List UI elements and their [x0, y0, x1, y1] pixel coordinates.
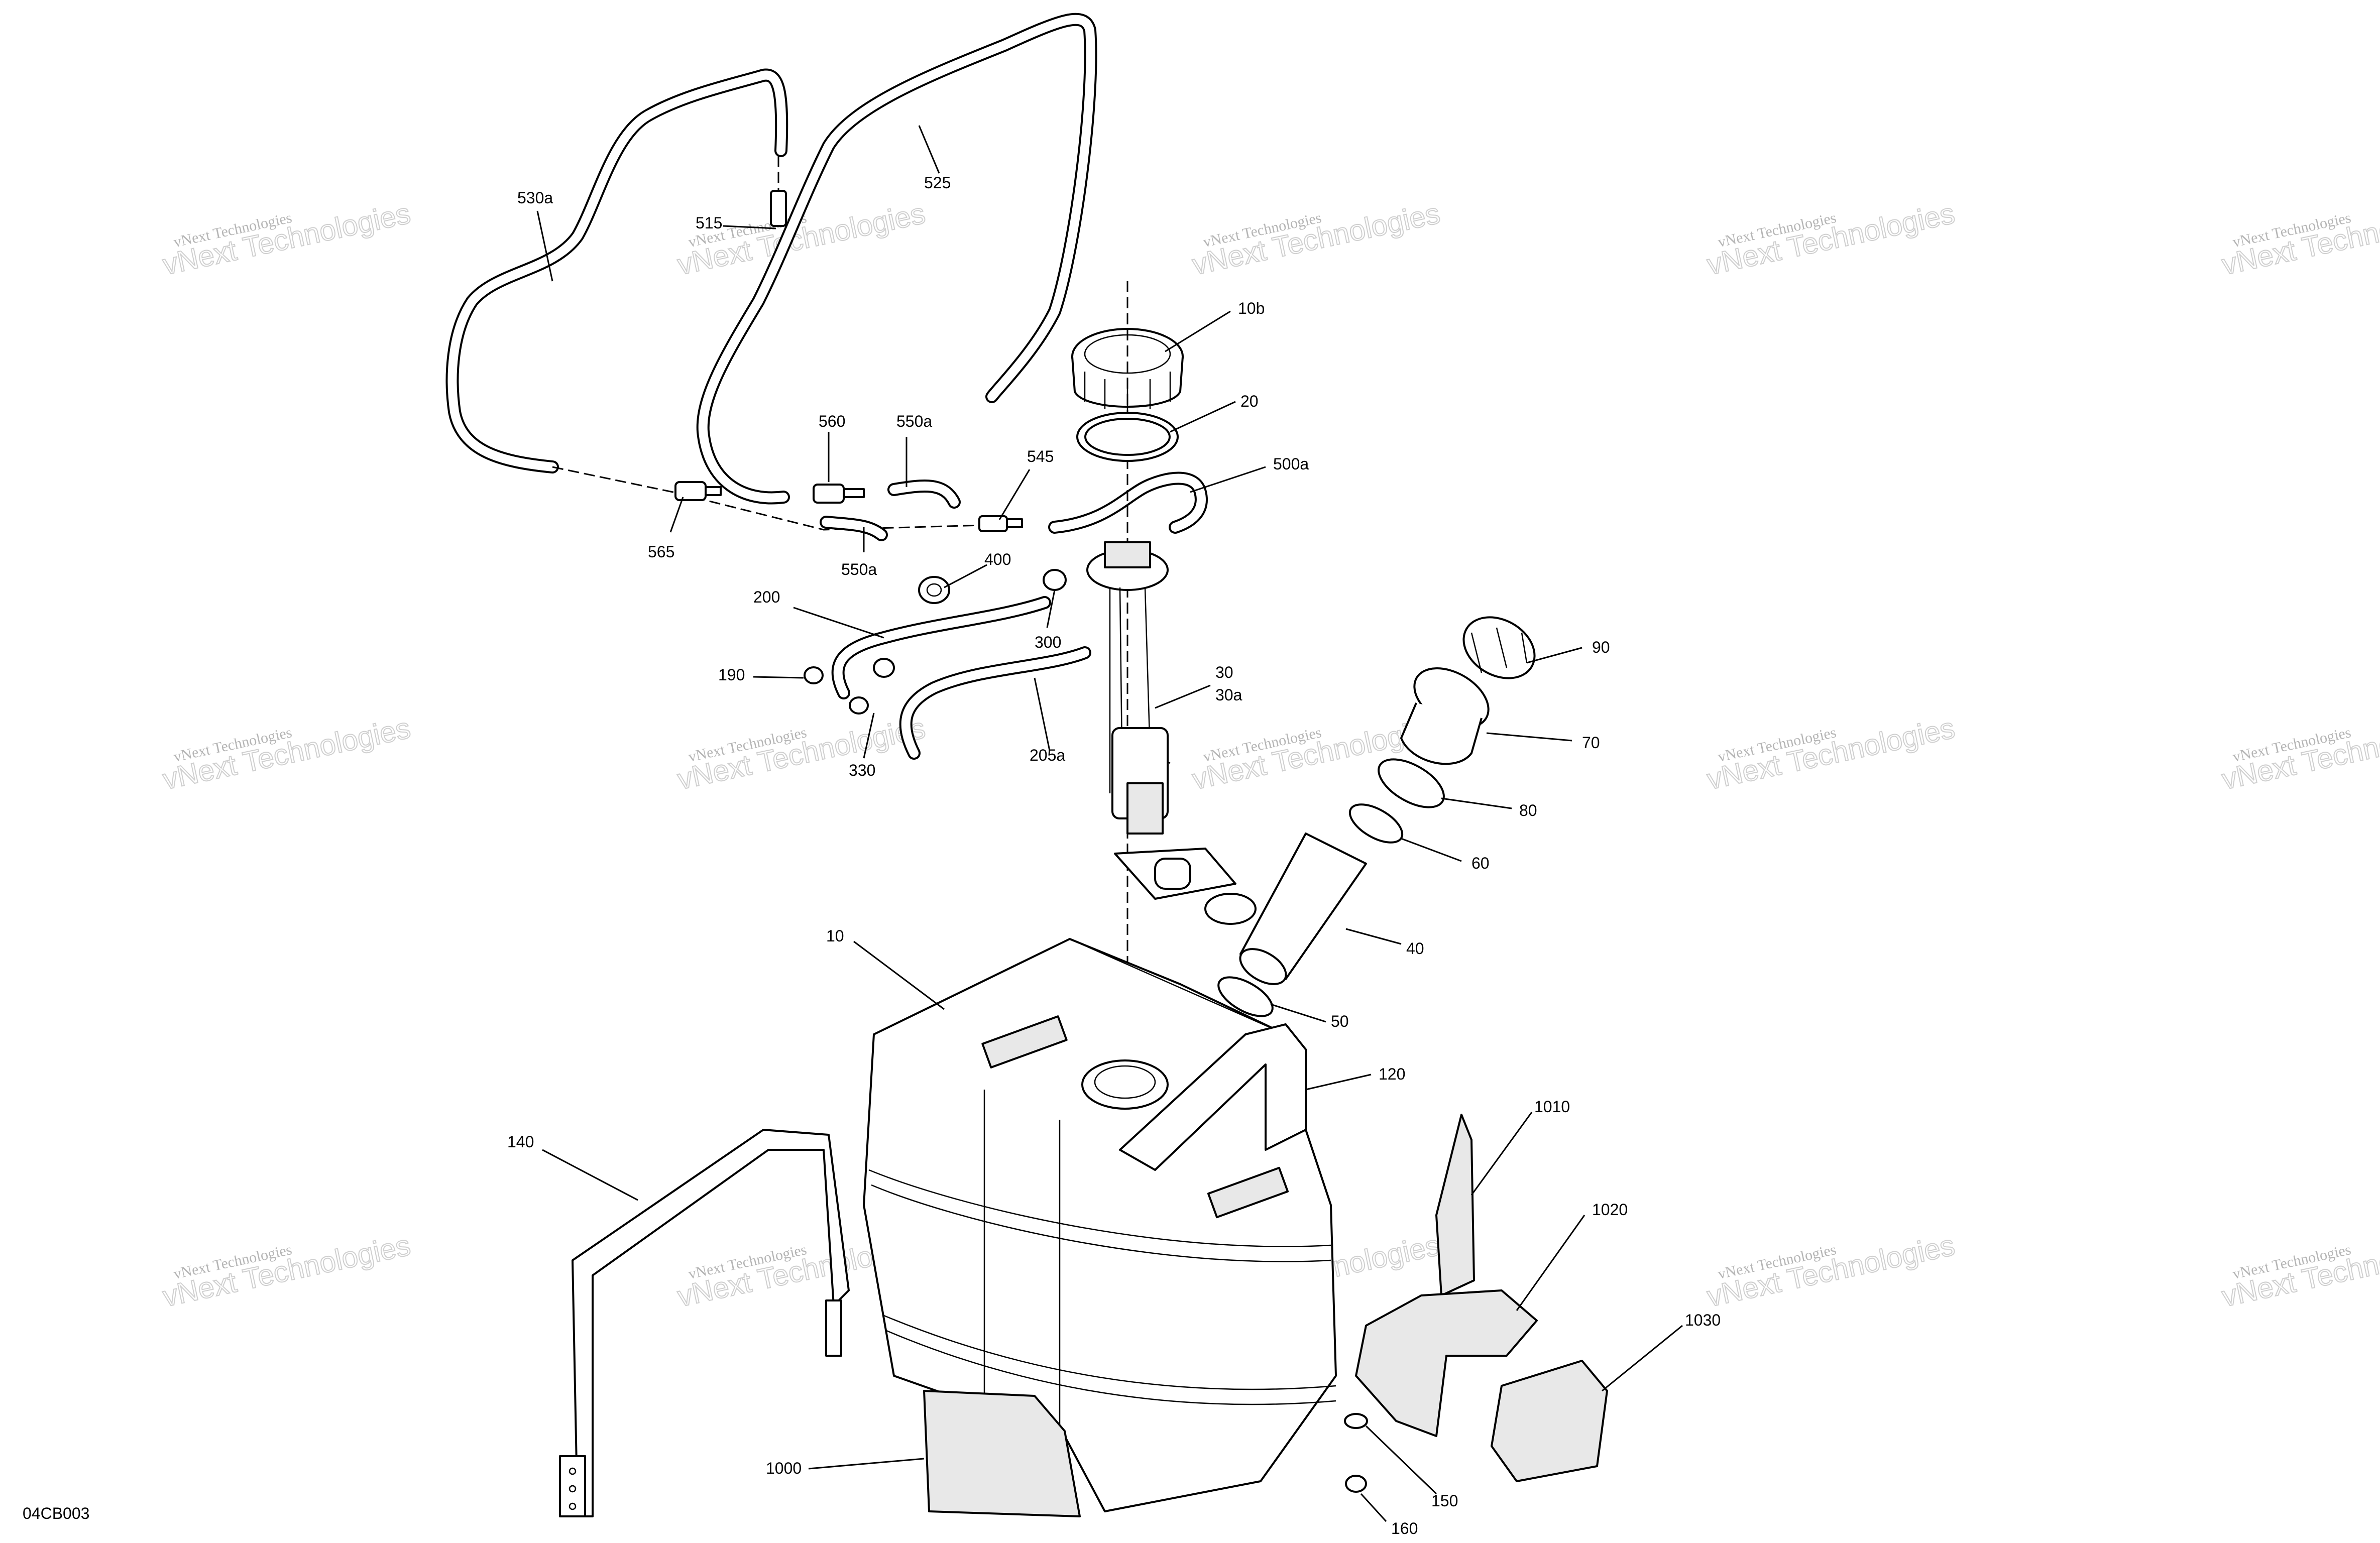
vent-valve-515	[770, 156, 787, 227]
callout-10: 10	[826, 927, 844, 945]
hose-205a	[899, 646, 1091, 760]
callout-150: 150	[1431, 1492, 1458, 1510]
callout-205a: 205a	[1030, 746, 1065, 764]
watermark: vNext Technologies vNext Technologies	[1704, 711, 1958, 796]
callout-80: 80	[1519, 801, 1537, 819]
tank-strap-140	[559, 1129, 850, 1517]
nut-400	[918, 576, 950, 604]
fitting-560	[813, 484, 865, 504]
callout-120: 120	[1379, 1065, 1405, 1083]
vent-hose-525	[696, 13, 1097, 505]
diagram-code: 04CB003	[23, 1504, 89, 1522]
callout-1000: 1000	[766, 1459, 802, 1477]
hose-550a-top	[887, 479, 961, 509]
watermark: vNext Technologies vNext Technologies	[2218, 196, 2380, 282]
callout-330: 330	[849, 761, 875, 779]
callout-1020: 1020	[1592, 1201, 1628, 1219]
callout-515: 515	[696, 214, 722, 232]
callout-1030: 1030	[1685, 1311, 1721, 1329]
hose-550a-bottom	[820, 516, 888, 541]
callout-30: 30	[1215, 663, 1233, 681]
hose-500a	[1048, 471, 1208, 534]
hose-200	[831, 596, 1051, 699]
fitting-545	[978, 515, 1023, 532]
callout-550a-bottom: 550a	[841, 560, 877, 578]
callout-400: 400	[984, 550, 1011, 568]
callout-530a: 530a	[517, 189, 553, 207]
watermark: vNext Technologies vNext Technologies	[159, 1228, 413, 1314]
fuel-cap-90	[1462, 616, 1536, 679]
callout-labels: 530a 515 525 10b 20 560 550a 545 500a 56…	[507, 174, 1721, 1537]
watermark: vNext Technologies vNext Technologies	[159, 711, 413, 796]
seal-20	[1076, 412, 1179, 462]
callout-10b: 10b	[1238, 299, 1265, 317]
callout-30a: 30a	[1215, 686, 1242, 704]
callout-200: 200	[753, 588, 780, 606]
nut-300	[1043, 569, 1067, 591]
callout-50: 50	[1331, 1012, 1349, 1030]
nut-160	[1345, 1475, 1367, 1493]
callout-60: 60	[1471, 854, 1490, 872]
watermark: vNext Technologies vNext Technologies	[1704, 196, 1958, 282]
heat-shield-1000	[923, 1390, 1081, 1517]
clamp-330	[849, 658, 895, 715]
watermark: vNext Technologies vNext Technologies	[1704, 1228, 1958, 1314]
filler-neck-70	[1400, 667, 1490, 765]
callout-40: 40	[1406, 939, 1424, 958]
strap-holder-120	[1119, 1023, 1307, 1171]
fuel-pump-module-30	[1086, 541, 1257, 925]
clamp-50	[1217, 976, 1274, 1017]
filler-hose-40	[1239, 833, 1367, 985]
callout-160: 160	[1391, 1519, 1418, 1537]
leader-lines	[536, 125, 1683, 1522]
clamp-80	[1378, 758, 1445, 808]
callout-545: 545	[1027, 447, 1054, 465]
connection-dashed-line	[552, 466, 1000, 531]
heat-shield-1030	[1491, 1360, 1608, 1482]
callout-550a-top: 550a	[896, 412, 932, 430]
watermark: vNext Technologies vNext Technologies	[1189, 196, 1443, 282]
washer-150	[1344, 1413, 1368, 1429]
callout-190: 190	[718, 666, 745, 684]
heat-shield-1010	[1435, 1114, 1475, 1296]
clamp-60	[1348, 803, 1404, 844]
fitting-565	[674, 481, 722, 501]
callout-140: 140	[507, 1133, 534, 1151]
callout-300: 300	[1035, 633, 1061, 651]
callout-1010: 1010	[1534, 1098, 1570, 1116]
callout-565: 565	[648, 543, 674, 561]
callout-20: 20	[1240, 392, 1259, 410]
callout-500a: 500a	[1273, 455, 1309, 473]
vent-hose-530a	[445, 68, 788, 473]
watermark: vNext Technologies vNext Technologies	[159, 196, 413, 282]
watermark: vNext Technologies vNext Technologies	[2218, 711, 2380, 796]
heat-shield-1020	[1355, 1289, 1538, 1437]
callout-90: 90	[1592, 638, 1610, 656]
screw-190	[804, 666, 824, 684]
callout-560: 560	[819, 412, 845, 430]
watermark: vNext Technologies vNext Technologies	[674, 711, 928, 796]
watermark: vNext Technologies vNext Technologies	[2218, 1228, 2380, 1314]
callout-525: 525	[924, 174, 951, 192]
callout-70: 70	[1582, 734, 1600, 752]
